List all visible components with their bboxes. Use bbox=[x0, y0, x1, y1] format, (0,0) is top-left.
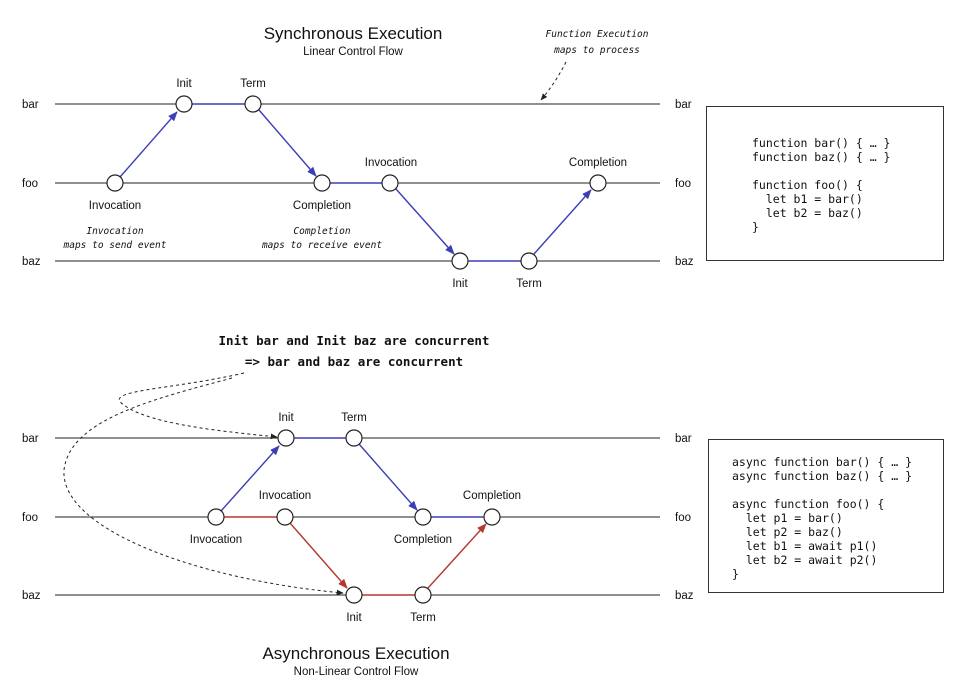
async-lane-label-foo-left: foo bbox=[22, 512, 38, 524]
async-title: Asynchronous Execution bbox=[262, 644, 449, 663]
async-label-foo-invocation-2: Invocation bbox=[259, 490, 311, 502]
async-lane-label-foo-right: foo bbox=[675, 512, 691, 524]
async-code: async function bar() { … } async functio… bbox=[732, 455, 913, 581]
sync-code: function bar() { … } function baz() { … … bbox=[752, 136, 891, 234]
async-subtitle: Non-Linear Control Flow bbox=[294, 666, 419, 678]
sync-note-function-exec-line-2: maps to process bbox=[553, 45, 640, 56]
sync-flow-baz-to-foo bbox=[533, 189, 592, 255]
sync-note-completion-line-2: maps to receive event bbox=[261, 240, 382, 251]
sync-node-foo-invocation-1 bbox=[106, 174, 124, 192]
async-node-bar-init bbox=[277, 429, 295, 447]
async-node-foo-completion-2 bbox=[483, 508, 501, 526]
sync-flow-foo-to-baz bbox=[395, 188, 455, 255]
sync-code-panel: function bar() { … } function baz() { … … bbox=[706, 106, 944, 261]
sync-flow-bar-to-foo bbox=[258, 109, 317, 177]
async-node-foo-completion-1 bbox=[414, 508, 432, 526]
sync-label-foo-completion-2: Completion bbox=[569, 157, 627, 169]
sync-node-bar-term bbox=[244, 95, 262, 113]
async-note-arrow-baz-init bbox=[63, 377, 344, 596]
sync-lane-label-baz-right: baz bbox=[675, 256, 694, 268]
async-note-arrow-bar-init bbox=[118, 372, 278, 440]
async-note-line-1: Init bar and Init baz are concurrent bbox=[219, 333, 490, 348]
sync-node-foo-invocation-2 bbox=[381, 174, 399, 192]
sync-label-bar-term: Term bbox=[240, 78, 266, 90]
sync-node-bar-init bbox=[175, 95, 193, 113]
sync-note-invocation-line-2: maps to send event bbox=[63, 240, 167, 251]
sync-lane-label-foo-right: foo bbox=[675, 178, 691, 190]
sync-label-baz-term: Term bbox=[516, 278, 542, 290]
async-flow-bar-to-foo bbox=[358, 443, 418, 511]
async-code-panel: async function bar() { … } async functio… bbox=[708, 439, 944, 593]
async-label-foo-completion-2: Completion bbox=[463, 490, 521, 502]
sync-lane-label-baz-left: baz bbox=[22, 256, 41, 268]
async-label-foo-invocation-1: Invocation bbox=[190, 534, 242, 546]
sync-flow-foo-to-bar bbox=[119, 111, 178, 178]
sync-label-foo-completion-1: Completion bbox=[293, 200, 351, 212]
sync-node-foo-completion-2 bbox=[589, 174, 607, 192]
sync-label-foo-invocation-1: Invocation bbox=[89, 200, 141, 212]
async-flow-foo-to-baz bbox=[289, 522, 348, 589]
sync-node-baz-term bbox=[520, 252, 538, 270]
async-node-baz-init bbox=[345, 586, 363, 604]
async-node-bar-term bbox=[345, 429, 363, 447]
sync-node-baz-init bbox=[451, 252, 469, 270]
sync-label-baz-init: Init bbox=[452, 278, 468, 290]
async-node-baz-term bbox=[414, 586, 432, 604]
async-note-line-2: => bar and baz are concurrent bbox=[245, 354, 463, 369]
sync-title: Synchronous Execution bbox=[264, 24, 443, 43]
sync-subtitle: Linear Control Flow bbox=[303, 46, 403, 58]
async-node-foo-invocation-1 bbox=[207, 508, 225, 526]
async-label-baz-term: Term bbox=[410, 612, 436, 624]
sync-label-foo-invocation-2: Invocation bbox=[365, 157, 417, 169]
async-flow-foo-to-bar bbox=[220, 445, 280, 512]
async-lane-label-baz-left: baz bbox=[22, 590, 41, 602]
async-lane-label-bar-right: bar bbox=[675, 433, 692, 445]
sync-lane-label-foo-left: foo bbox=[22, 178, 38, 190]
async-lane-label-bar-left: bar bbox=[22, 433, 39, 445]
sync-label-bar-init: Init bbox=[176, 78, 192, 90]
async-lane-label-baz-right: baz bbox=[675, 590, 694, 602]
sync-node-foo-completion-1 bbox=[313, 174, 331, 192]
sync-lane-label-bar-right: bar bbox=[675, 99, 692, 111]
sync-note-completion-line-1: Completion bbox=[293, 226, 350, 237]
async-label-bar-term: Term bbox=[341, 412, 367, 424]
sync-note-invocation-line-1: Invocation bbox=[86, 226, 143, 237]
sync-note-function-exec-line-1: Function Execution bbox=[546, 29, 649, 40]
async-flow-baz-to-foo bbox=[427, 523, 487, 589]
sync-note-arrow bbox=[540, 61, 567, 101]
async-label-bar-init: Init bbox=[278, 412, 294, 424]
async-label-baz-init: Init bbox=[346, 612, 362, 624]
sync-lane-label-bar-left: bar bbox=[22, 99, 39, 111]
async-label-foo-completion-1: Completion bbox=[394, 534, 452, 546]
async-node-foo-invocation-2 bbox=[276, 508, 294, 526]
